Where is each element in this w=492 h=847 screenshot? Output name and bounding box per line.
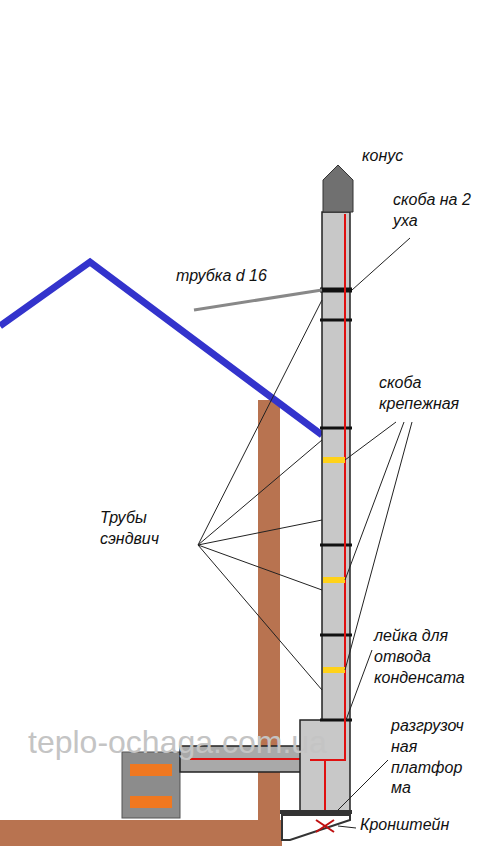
pipe-joints [320, 427, 352, 430]
part-label: Кронштейн [360, 815, 449, 836]
stove-window [130, 796, 172, 808]
leader-lines [345, 422, 404, 580]
stove-body [122, 752, 180, 818]
stove-window [130, 764, 172, 776]
part-label: трубка d 16 [176, 266, 267, 287]
leader-lines [338, 760, 388, 810]
leader-lines [198, 520, 322, 545]
wall [258, 400, 280, 846]
clamps [323, 457, 345, 673]
pipe-joints [320, 634, 352, 637]
watermark: teplo-ochaga.com.ua [28, 722, 327, 764]
leader-lines [194, 290, 322, 310]
leader-lines [198, 545, 322, 690]
pipe-joints [320, 288, 352, 293]
part-label: скоба крепежная [379, 373, 489, 415]
platform [280, 810, 352, 814]
leader-lines [352, 238, 410, 290]
leader-lines [346, 650, 372, 720]
bracket-mark [316, 820, 334, 832]
part-label: Трубы сэндвич [100, 508, 200, 550]
clamps [323, 457, 345, 463]
bracket-mark [316, 820, 334, 832]
pipe-joints [320, 719, 352, 722]
pipe-joints [320, 290, 352, 720]
pipe-joints [320, 319, 352, 322]
floor [0, 820, 282, 846]
clamps [323, 667, 345, 673]
leader-lines [198, 300, 322, 545]
inner-pipe [310, 214, 345, 812]
cone [323, 165, 353, 212]
part-label: скоба на 2 уха [393, 190, 483, 232]
leader-lines [345, 422, 396, 460]
part-label: конус [362, 146, 403, 167]
part-label: лейка для отвода конденсата [374, 626, 465, 688]
roof [0, 262, 322, 435]
leader-lines [198, 440, 322, 545]
bracket-mark [316, 820, 334, 832]
leader-lines [338, 826, 356, 828]
part-label: разгрузоч ная платфор ма [391, 716, 464, 799]
bracket [282, 815, 350, 840]
clamps [323, 577, 345, 583]
pipe-joints [320, 544, 352, 547]
